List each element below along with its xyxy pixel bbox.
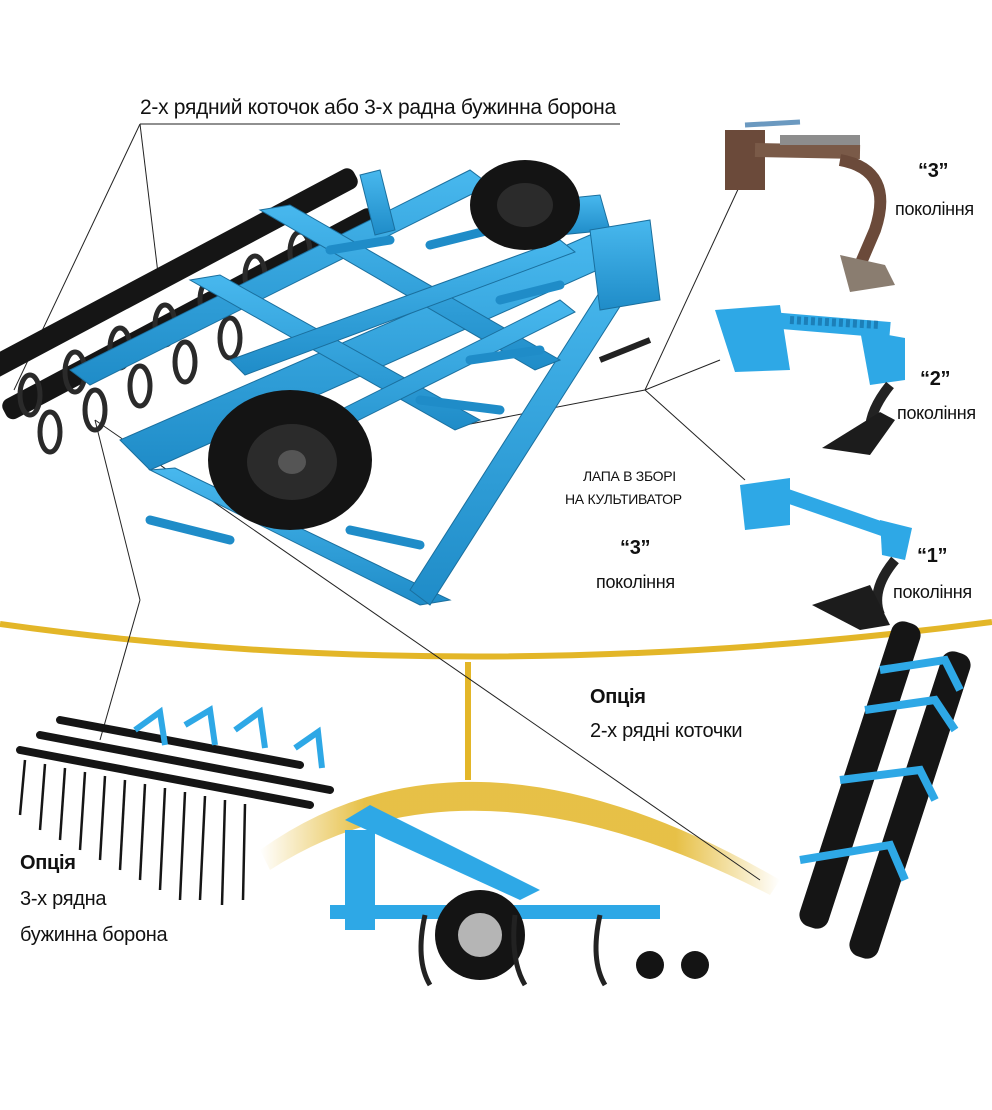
gold-separator [0,619,992,895]
gen1-quote: “1” [917,545,948,567]
gen3-mid-text: покоління [596,572,675,592]
main-cultivator [0,160,661,606]
option-rollers-text: 2-х рядні коточки [590,720,743,742]
shank-gen2 [715,305,905,455]
leader-lines [13,123,761,881]
drawbar [598,337,652,363]
option-harrow-title: Опція [20,852,76,874]
top-caption: 2-х рядний коточок або 3-х радна бужинна… [140,96,616,119]
assembly-line1: ЛАПА В ЗБОРІ [583,468,676,484]
shank-gen1 [740,478,912,630]
gen2-text: покоління [897,403,976,423]
main-frame [69,169,661,606]
rear-wheel [470,160,580,250]
option-harrow-line1: 3-х рядна [20,888,107,910]
gen3-top-quote: “3” [918,160,949,182]
double-rollers [799,621,971,959]
option-harrow-line2: бужинна борона [20,924,168,946]
side-cultivator [330,805,709,987]
front-wheel [208,390,372,530]
gen3-mid-quote: “3” [620,537,651,559]
assembly-line2: НА КУЛЬТИВАТОР [565,491,682,507]
option-rollers-title: Опція [590,686,646,708]
gen3-top-text: покоління [895,199,974,219]
spring-harrow [16,705,334,906]
gen1-text: покоління [893,582,972,602]
shank-gen3 [725,119,895,292]
gen2-quote: “2” [920,368,951,390]
